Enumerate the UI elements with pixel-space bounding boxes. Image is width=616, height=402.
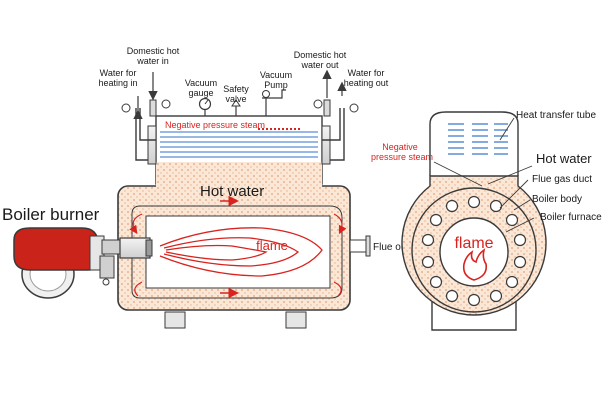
boiler-burner-label: Boiler burner — [2, 205, 100, 224]
negative-pressure-steam-label-left: Negative pressure steam — [165, 120, 265, 130]
safety-valve-label-1: Safety — [223, 84, 249, 94]
flame-icon — [462, 248, 488, 281]
domestic-hot-water-in-label-1: Domestic hot — [127, 46, 180, 56]
burner-nozzle-tip — [145, 239, 153, 257]
right-boiler-section: flame Heat transfer tube Negative pressu… — [371, 110, 602, 331]
flow-arrow — [134, 281, 143, 297]
pipe-heating-in-outer — [135, 108, 148, 161]
negative-pressure-steam-label-right-2: pressure steam — [371, 152, 433, 162]
boiler-burner: Boiler burner — [2, 205, 153, 299]
heat-transfer-tubes-left — [160, 131, 318, 158]
flue-out-label: Flue out — [373, 242, 409, 253]
flow-arrow — [333, 213, 347, 235]
water-for-heating-in-label-1: Water for — [100, 68, 137, 78]
pipe-heating-out-outer — [330, 108, 345, 161]
valve-icon — [121, 103, 131, 113]
burner-valve-icon — [102, 278, 110, 286]
hot-water-label-right: Hot water — [536, 151, 592, 166]
flame-label-right: flame — [454, 235, 493, 252]
valve-icon — [349, 103, 359, 113]
domestic-hot-water-out-label-1: Domestic hot — [294, 50, 347, 60]
heat-transfer-tube-label: Heat transfer tube — [516, 110, 596, 121]
boiler-furnace — [439, 217, 509, 287]
leader-lines — [433, 117, 535, 233]
upper-drum — [429, 111, 519, 176]
flue-flange — [365, 235, 371, 257]
flow-arrow — [129, 213, 143, 234]
water-for-heating-in-label-2: heating in — [98, 78, 137, 88]
left-boiler: flame Flue out Negative pressure steam H… — [98, 46, 409, 329]
water-for-heating-out-label-2: heating out — [344, 78, 389, 88]
domestic-hot-water-out-label-2: water out — [300, 60, 339, 70]
pipe-domestic-out — [323, 99, 331, 117]
vacuum-gauge-label-1: Vacuum — [185, 78, 217, 88]
domestic-hot-water-in-label-2: water in — [136, 56, 169, 66]
exchanger-cap-left — [147, 125, 157, 165]
furnace — [145, 215, 331, 289]
exchanger-cap-right — [321, 125, 331, 165]
burner-body — [13, 227, 99, 271]
safety-valve-label-2: valve — [225, 94, 246, 104]
boiler-body-label: Boiler body — [532, 194, 582, 205]
left-flame-shape — [159, 227, 323, 277]
water-for-heating-out-label-1: Water for — [348, 68, 385, 78]
flue-pass-outer — [131, 205, 343, 299]
negative-pressure-steam-label-right-1: Negative — [382, 142, 418, 152]
vacuum-gauge-label-2: gauge — [188, 88, 213, 98]
vacuum-pump-icon — [262, 90, 270, 98]
pipe-domestic-in — [149, 99, 157, 117]
vacuum-pump-pipe — [262, 89, 286, 116]
vacuum-pump-label-2: Pump — [264, 80, 288, 90]
left-foot — [164, 311, 186, 329]
flue-outlet — [349, 239, 367, 253]
valve-icon — [313, 99, 323, 109]
neck — [156, 178, 322, 188]
heat-transfer-tube-bundle — [448, 123, 508, 155]
pipe-heating-out — [322, 108, 341, 141]
vacuum-pump-label-1: Vacuum — [260, 70, 292, 80]
right-foot — [285, 311, 307, 329]
gauge-needle — [204, 99, 209, 105]
boiler-furnace-label: Boiler furnace — [540, 212, 602, 223]
burner-controls — [101, 239, 121, 255]
flue-gas-duct-label: Flue gas duct — [532, 174, 592, 185]
flame-label-left: flame — [256, 238, 288, 253]
valve-icon — [161, 99, 171, 109]
flow-arrow — [333, 281, 342, 297]
burner-fuel-pump — [99, 255, 115, 279]
hot-water-label-left: Hot water — [200, 183, 264, 200]
